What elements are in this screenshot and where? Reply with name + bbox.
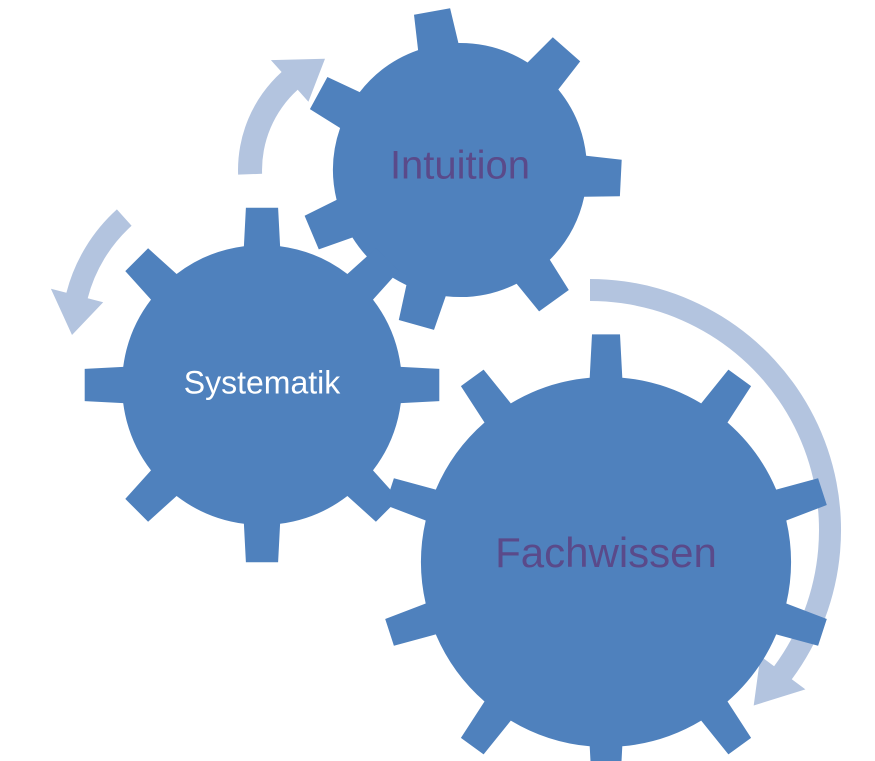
arrow-top-up <box>238 58 325 175</box>
gear-fachwissen: Fachwissen <box>385 334 827 761</box>
gear-intuition-label: Intuition <box>390 144 530 188</box>
gear-systematik-label: Systematik <box>184 364 341 400</box>
arrows <box>50 58 842 706</box>
gear-systematik-shape <box>84 207 440 563</box>
gear-intuition: Intuition <box>304 8 622 330</box>
gear-fachwissen-label: Fachwissen <box>495 529 717 576</box>
gear-systematik: Systematik <box>84 207 440 563</box>
arrow-left-down <box>50 209 132 335</box>
gear-fachwissen-shape <box>385 334 827 761</box>
arrow-right-down <box>590 279 842 706</box>
gear-intuition-shape <box>304 8 622 330</box>
